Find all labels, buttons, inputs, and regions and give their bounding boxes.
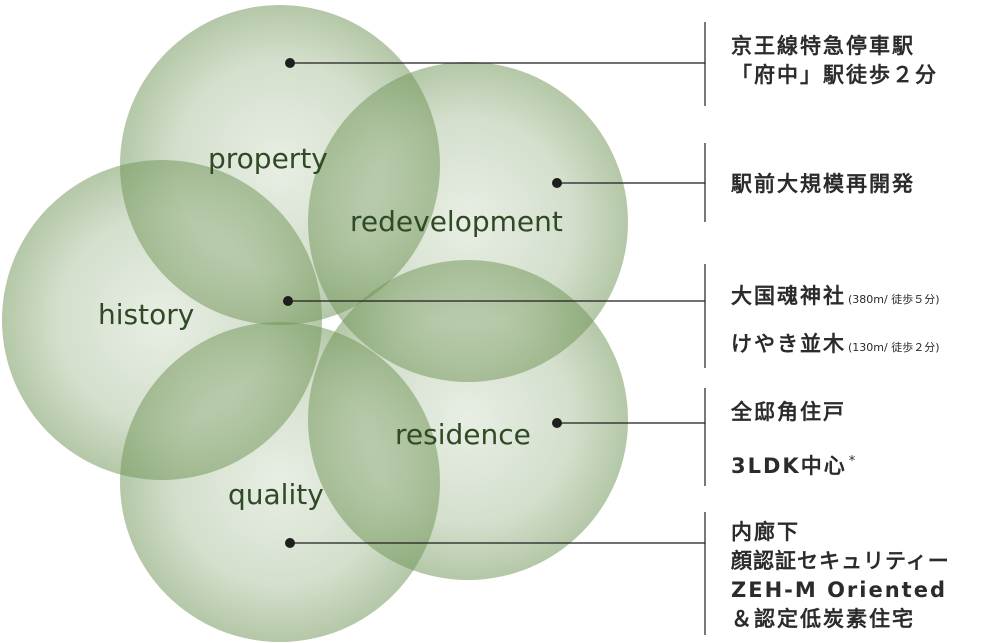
label-redevelopment: redevelopment (350, 205, 563, 238)
feature-history-item-2-note: (130m/ 徒歩２分) (848, 341, 940, 354)
feature-quality: 内廊下 顔認証セキュリティー ZEH-M Oriented ＆認定低炭素住宅 (731, 518, 950, 634)
feature-access: 京王線特急停車駅 「府中」駅徒歩２分 (731, 32, 938, 90)
feature-quality-line-3: ZEH-M Oriented (731, 578, 947, 602)
feature-quality-line-1: 内廊下 (731, 520, 800, 544)
label-property: property (208, 142, 328, 175)
circle-quality (120, 322, 440, 642)
feature-quality-line-2: 顔認証セキュリティー (731, 549, 950, 573)
feature-residence-item-2-text: 3LDK中心 (731, 454, 847, 478)
dot-redevelopment (552, 178, 562, 188)
feature-redevelopment-text: 駅前大規模再開発 (731, 172, 915, 196)
feature-history-item-1: 大国魂神社(380m/ 徒歩５分) (731, 282, 940, 314)
feature-residence-item-1: 全邸角住戸 (731, 400, 846, 424)
dot-quality (285, 538, 295, 548)
dot-residence (552, 418, 562, 428)
feature-history-item-1-note: (380m/ 徒歩５分) (848, 293, 940, 306)
feature-history-item-1-text: 大国魂神社 (731, 284, 846, 308)
label-residence: residence (395, 418, 531, 451)
feature-residence-asterisk: * (848, 454, 858, 469)
feature-quality-line-4: ＆認定低炭素住宅 (731, 607, 915, 631)
feature-residence: 全邸角住戸 3LDK中心* (731, 398, 857, 481)
dot-access (285, 58, 295, 68)
feature-history-item-2-text: けやき並木 (731, 332, 846, 356)
feature-history-item-2: けやき並木(130m/ 徒歩２分) (731, 330, 940, 362)
feature-history: 大国魂神社(380m/ 徒歩５分) けやき並木(130m/ 徒歩２分) (731, 282, 940, 362)
feature-redevelopment: 駅前大規模再開発 (731, 170, 915, 199)
feature-residence-item-2: 3LDK中心* (731, 447, 857, 481)
label-history: history (98, 298, 194, 331)
feature-access-line-2: 「府中」駅徒歩２分 (731, 63, 938, 87)
label-quality: quality (228, 478, 324, 511)
feature-access-line-1: 京王線特急停車駅 (731, 34, 915, 58)
dot-history (283, 296, 293, 306)
